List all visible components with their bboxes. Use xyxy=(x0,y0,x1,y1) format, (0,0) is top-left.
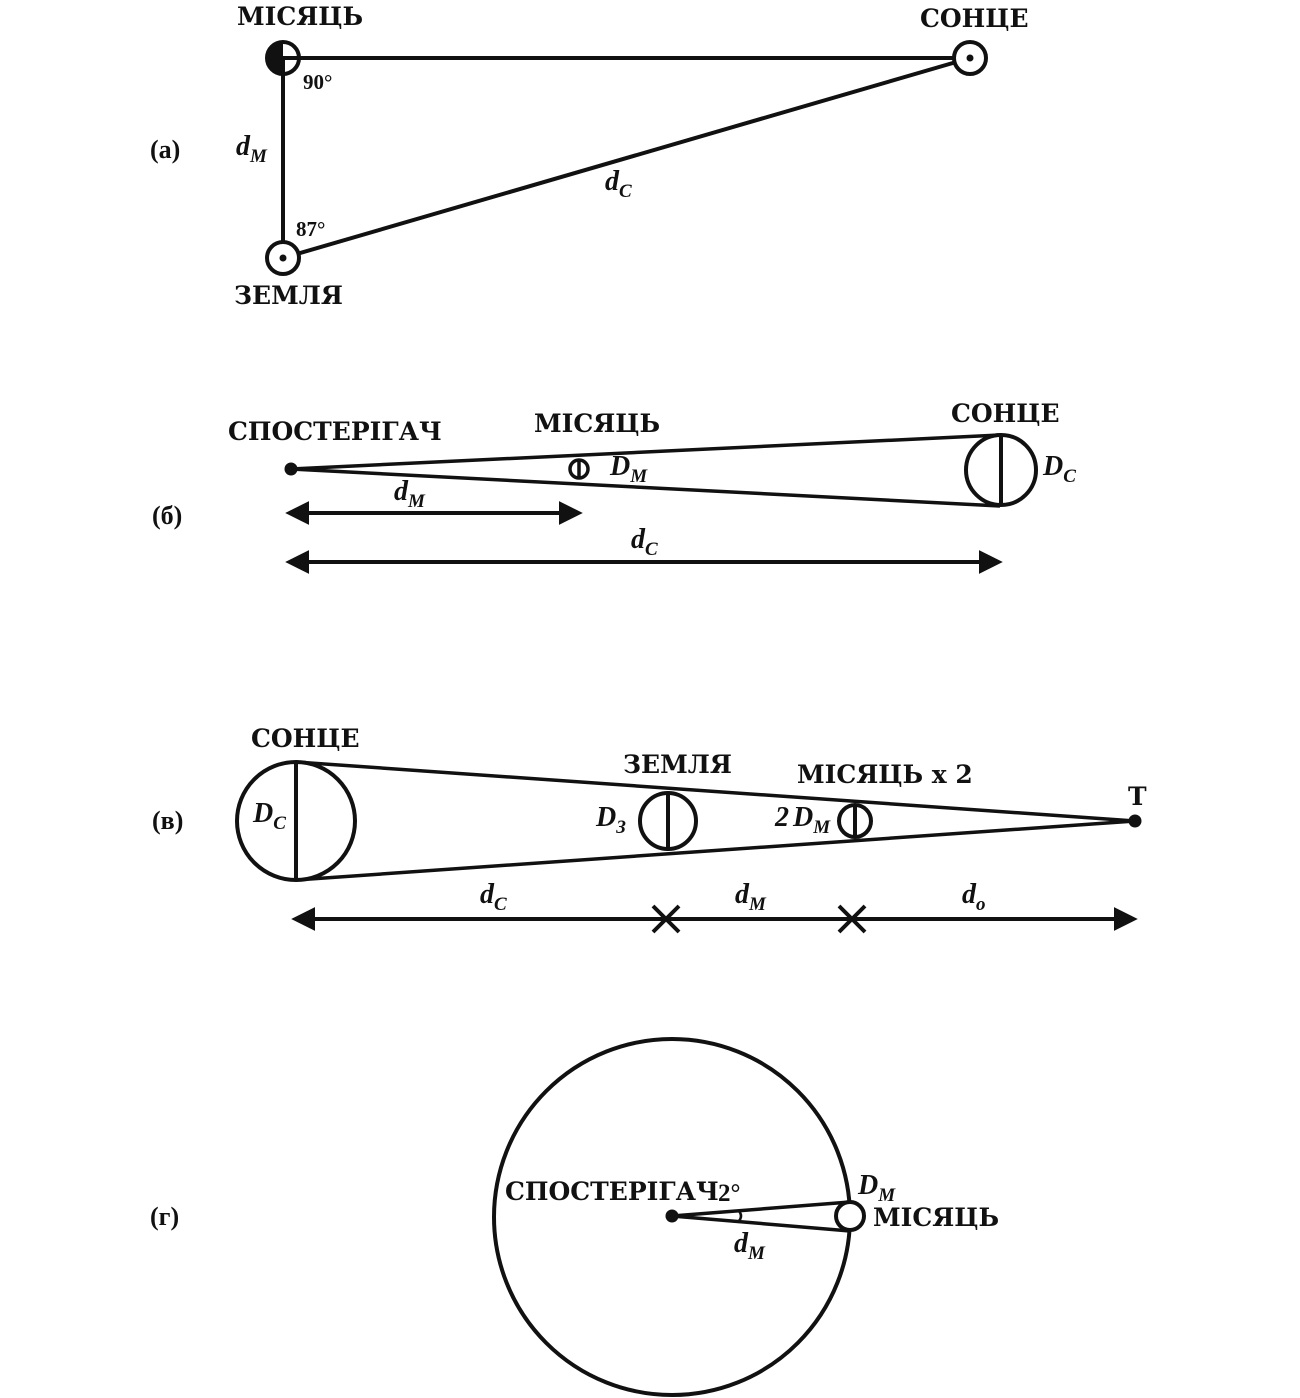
earth-disc-icon xyxy=(638,791,698,851)
observer-dot-g xyxy=(665,1209,679,1223)
panel-b-tag: (б) xyxy=(152,501,182,530)
moon-half-icon xyxy=(265,40,301,76)
moon-label-a: МІСЯЦЬ xyxy=(237,2,363,31)
cone-line-lower xyxy=(295,819,1136,882)
sun-disc-v-icon xyxy=(235,760,357,882)
angle-earth: 87° xyxy=(296,217,325,241)
angle-arc-g xyxy=(737,1209,743,1223)
Dm-label-b: DM xyxy=(609,451,648,487)
cone-line-upper xyxy=(295,760,1136,823)
angle-moon: 90° xyxy=(303,70,332,94)
Dm-label-g: DM xyxy=(857,1170,896,1206)
earth-label-v: ЗЕМЛЯ xyxy=(623,750,732,779)
moon-g-icon xyxy=(834,1200,866,1232)
dm-label-a: dM xyxy=(236,131,268,167)
angle-label-g: 2° xyxy=(718,1180,741,1207)
Dc-label-b: DC xyxy=(1042,451,1076,487)
dc-label-v: dC xyxy=(480,879,507,915)
panel-g-tag: (г) xyxy=(150,1202,179,1231)
sun-label-v: СОНЦЕ xyxy=(251,724,360,753)
sight-line-g-upper xyxy=(671,1200,851,1218)
panel-v-tag: (в) xyxy=(152,806,183,835)
sun-symbol-icon xyxy=(952,40,988,76)
moon-label-g: МІСЯЦЬ xyxy=(873,1203,999,1232)
moon-x2-label: МІСЯЦЬ x 2 xyxy=(797,760,973,789)
sight-line-g-lower xyxy=(671,1214,851,1233)
do-label-v: do xyxy=(962,879,986,915)
point-t-dot xyxy=(1128,814,1142,828)
moon-small-icon xyxy=(568,458,590,480)
sight-line-upper xyxy=(290,433,1001,471)
point-t-label: T xyxy=(1128,782,1147,811)
Dz-label-v: DЗ xyxy=(595,802,626,838)
panel-g: (г) СПОСТЕРІГАЧ 2° МІСЯЦЬ DM dM xyxy=(150,1037,999,1397)
Dc-label-v: DC xyxy=(252,798,286,834)
cross-mark-moon xyxy=(837,904,867,934)
sun-label-b: СОНЦЕ xyxy=(951,399,1060,428)
panel-a-tag: (а) xyxy=(150,135,180,164)
observer-dot xyxy=(284,462,298,476)
sun-label-a: СОНЦЕ xyxy=(920,4,1029,33)
dm-label-v: dM xyxy=(735,879,767,915)
panel-b: (б) СПОСТЕРІГАЧ МІСЯЦЬ СОНЦЕ DM DC dM dC xyxy=(152,399,1076,574)
dc-label-a: dC xyxy=(605,166,632,202)
earth-sun-line xyxy=(282,56,971,260)
panel-a: (а) МІСЯЦЬ СОНЦЕ ЗЕМЛЯ 90° 87° dM dC xyxy=(150,2,1029,310)
dm-label-b: dM xyxy=(394,476,426,512)
observer-label-g: СПОСТЕРІГАЧ xyxy=(505,1177,719,1206)
moon-label-b: МІСЯЦЬ xyxy=(534,409,660,438)
sight-line-lower xyxy=(290,467,1001,508)
sun-disc-icon xyxy=(964,433,1038,507)
dc-label-b: dC xyxy=(631,524,658,560)
observer-label-b: СПОСТЕРІГАЧ xyxy=(228,417,442,446)
earth-label-a: ЗЕМЛЯ xyxy=(234,281,343,310)
earth-symbol-icon xyxy=(265,240,301,276)
moon-disc-icon xyxy=(837,803,873,839)
cross-mark-earth xyxy=(651,904,681,934)
dm-label-g: dM xyxy=(734,1228,766,1264)
